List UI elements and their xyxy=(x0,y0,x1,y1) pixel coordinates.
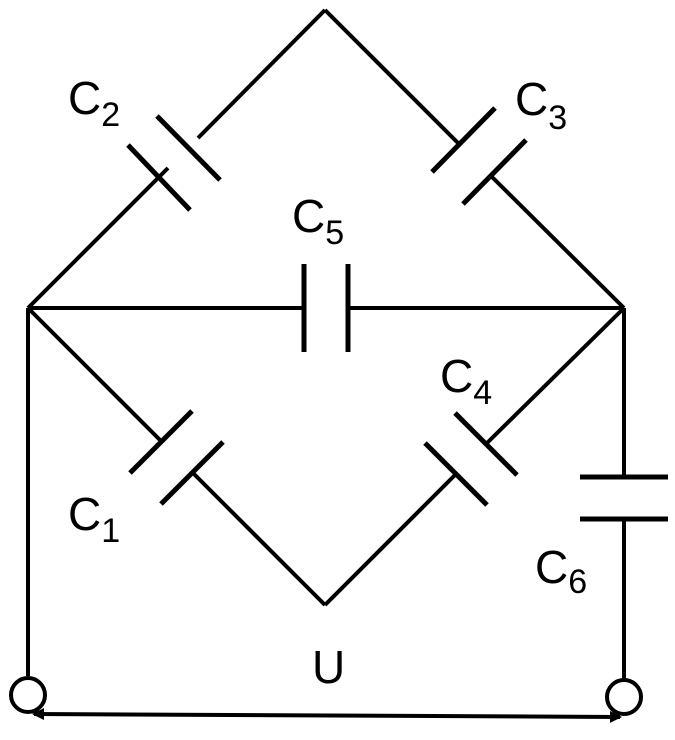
left-terminal xyxy=(9,676,47,714)
capacitor-c2 xyxy=(126,114,222,212)
wire-c4-to-right xyxy=(484,306,626,446)
label-c4: C4 xyxy=(440,350,492,412)
c3-plate-a xyxy=(430,106,497,174)
c2-plate-a xyxy=(126,143,192,212)
outer-branch xyxy=(26,308,626,679)
c4-plate-b xyxy=(453,411,519,477)
label-c1: C1 xyxy=(68,488,120,550)
label-voltage: U xyxy=(312,641,345,693)
wire-c2-to-top xyxy=(196,8,327,140)
wire-top-to-c3 xyxy=(323,8,462,147)
c1-plate-a xyxy=(128,409,194,475)
capacitor-c4 xyxy=(423,411,519,507)
label-c3: C3 xyxy=(515,73,567,137)
wire-c1-to-bottom xyxy=(190,470,327,607)
capacitor-c6 xyxy=(580,474,668,522)
right-terminal xyxy=(605,678,643,716)
wire-left-to-c2 xyxy=(26,166,170,310)
label-c2: C2 xyxy=(68,72,120,134)
c2-plate-b xyxy=(155,114,222,182)
wire-c3-to-right xyxy=(488,173,626,310)
wire-left-to-c1 xyxy=(26,306,164,444)
upper-branch xyxy=(26,8,626,310)
lower-branch xyxy=(26,306,626,607)
capacitor-c1 xyxy=(128,409,225,506)
capacitor-c5 xyxy=(28,264,624,352)
capacitor-c3 xyxy=(430,106,528,206)
c4-plate-a xyxy=(423,441,489,507)
label-c6: C6 xyxy=(535,541,587,601)
voltage-arrow xyxy=(32,708,622,723)
wire-bottom-to-c4 xyxy=(323,472,458,607)
label-c5: C5 xyxy=(292,190,344,252)
c3-plate-b xyxy=(461,138,528,206)
c1-plate-b xyxy=(159,440,225,506)
